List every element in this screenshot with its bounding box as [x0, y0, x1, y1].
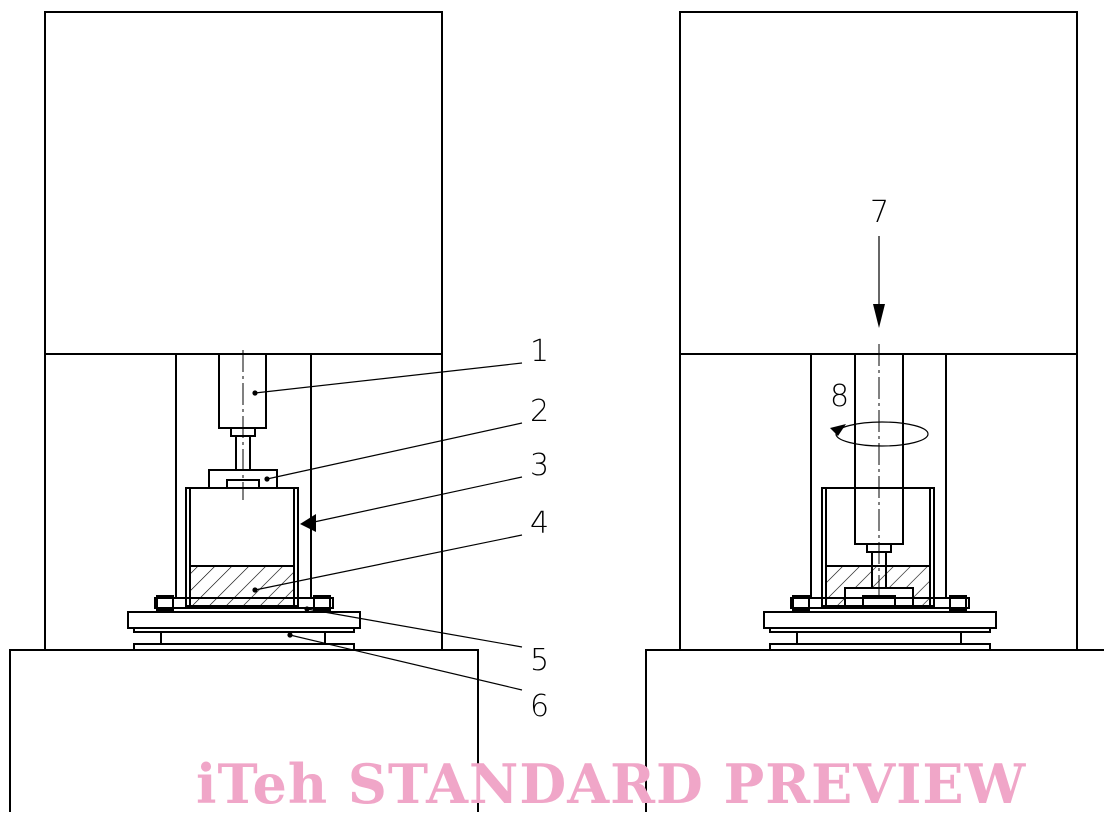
callout-7: 7: [870, 195, 889, 230]
left-crosshead: [44, 11, 443, 355]
right-bolt-left: [792, 595, 810, 611]
right-base-flange: [790, 597, 970, 609]
callout-4: 4: [530, 506, 549, 541]
callout-2: 2: [530, 394, 549, 429]
right-view: [645, 11, 1104, 812]
callout-3: 3: [530, 448, 549, 483]
callout-1: 1: [530, 334, 549, 369]
right-base-plate: [763, 611, 997, 629]
callout-6: 6: [530, 689, 549, 724]
right-platform-lower: [796, 631, 962, 645]
left-view: [9, 11, 479, 812]
callout-5: 5: [530, 643, 549, 678]
left-leaders: [252, 362, 523, 691]
left-base-plate: [127, 611, 361, 629]
left-machine-base: [9, 643, 479, 812]
callout-8: 8: [830, 379, 849, 414]
right-bolt-right: [949, 595, 967, 611]
left-bolt-left: [156, 595, 174, 611]
left-specimen: [189, 565, 295, 607]
left-base-flange: [154, 597, 334, 609]
watermark-text: iTeh STANDARD PREVIEW: [196, 752, 1027, 816]
left-bolt-right: [313, 595, 331, 611]
rotation-ellipse: [835, 421, 929, 447]
right-machine-base: [645, 643, 1104, 812]
